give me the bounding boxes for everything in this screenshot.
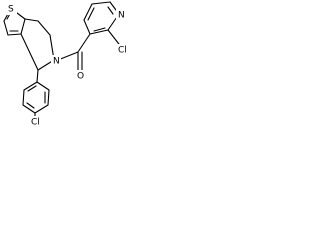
atom-label-amide-nitrogen: N xyxy=(51,55,61,67)
thiophene-ring xyxy=(3,9,26,36)
svg-text:N: N xyxy=(53,57,60,67)
pyridine-ring xyxy=(77,1,123,53)
atom-label-phenyl-chlorine: Cl xyxy=(29,116,47,127)
piperidine-ring xyxy=(20,18,55,71)
svg-text:Cl: Cl xyxy=(31,118,40,128)
atom-label-sulfur: S xyxy=(6,3,17,15)
atom-label-carbonyl-oxygen: O xyxy=(75,70,86,82)
atom-label-pyridine-chlorine: Cl xyxy=(116,44,135,56)
structure-drawing: S N O N Cl Cl xyxy=(3,1,135,127)
svg-text:N: N xyxy=(118,11,125,21)
carbonyl-group xyxy=(57,51,83,73)
svg-text:Cl: Cl xyxy=(118,46,127,56)
svg-text:O: O xyxy=(77,72,84,82)
chlorophenyl-ring xyxy=(22,69,50,123)
atom-label-pyridine-nitrogen: N xyxy=(116,9,126,21)
svg-text:S: S xyxy=(8,5,14,15)
molecule-canvas: S N O N Cl Cl xyxy=(0,0,140,127)
